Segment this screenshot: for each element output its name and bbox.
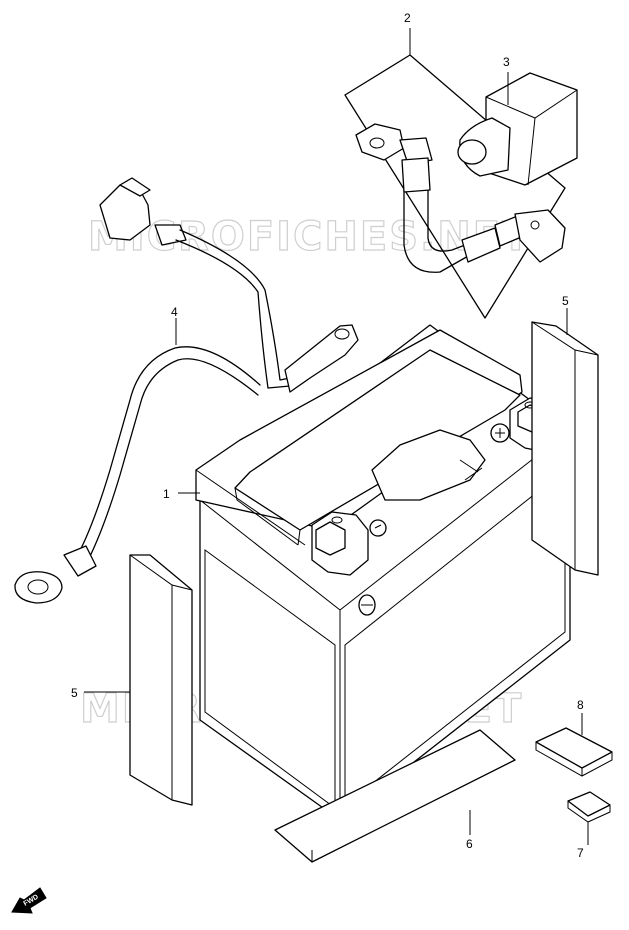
callout-2: 2 <box>404 11 411 25</box>
callout-6: 6 <box>466 837 473 851</box>
callout-5-upper: 5 <box>562 294 569 308</box>
battery-cable-part-2[interactable] <box>355 123 566 273</box>
watermark-upper: MICROFICHES.NET <box>88 214 531 260</box>
cushion-part-5-lower[interactable] <box>84 554 193 806</box>
pad-part-6[interactable] <box>274 729 516 863</box>
callout-7: 7 <box>577 846 584 860</box>
cable-inset-panel <box>344 28 566 319</box>
callout-3: 3 <box>503 55 510 69</box>
callout-4: 4 <box>171 305 178 319</box>
pad-part-8[interactable] <box>535 713 613 777</box>
forward-arrow-icon: FWD <box>11 887 47 914</box>
battery-part-1[interactable] <box>178 324 571 821</box>
pad-part-7[interactable] <box>567 791 611 845</box>
callout-5-lower: 5 <box>71 686 78 700</box>
callout-1: 1 <box>163 487 170 501</box>
terminal-cover-part-3[interactable] <box>457 72 578 186</box>
cushion-part-5-upper[interactable] <box>531 308 599 576</box>
callout-8: 8 <box>577 698 584 712</box>
lead-wire-part-4[interactable] <box>14 177 359 604</box>
